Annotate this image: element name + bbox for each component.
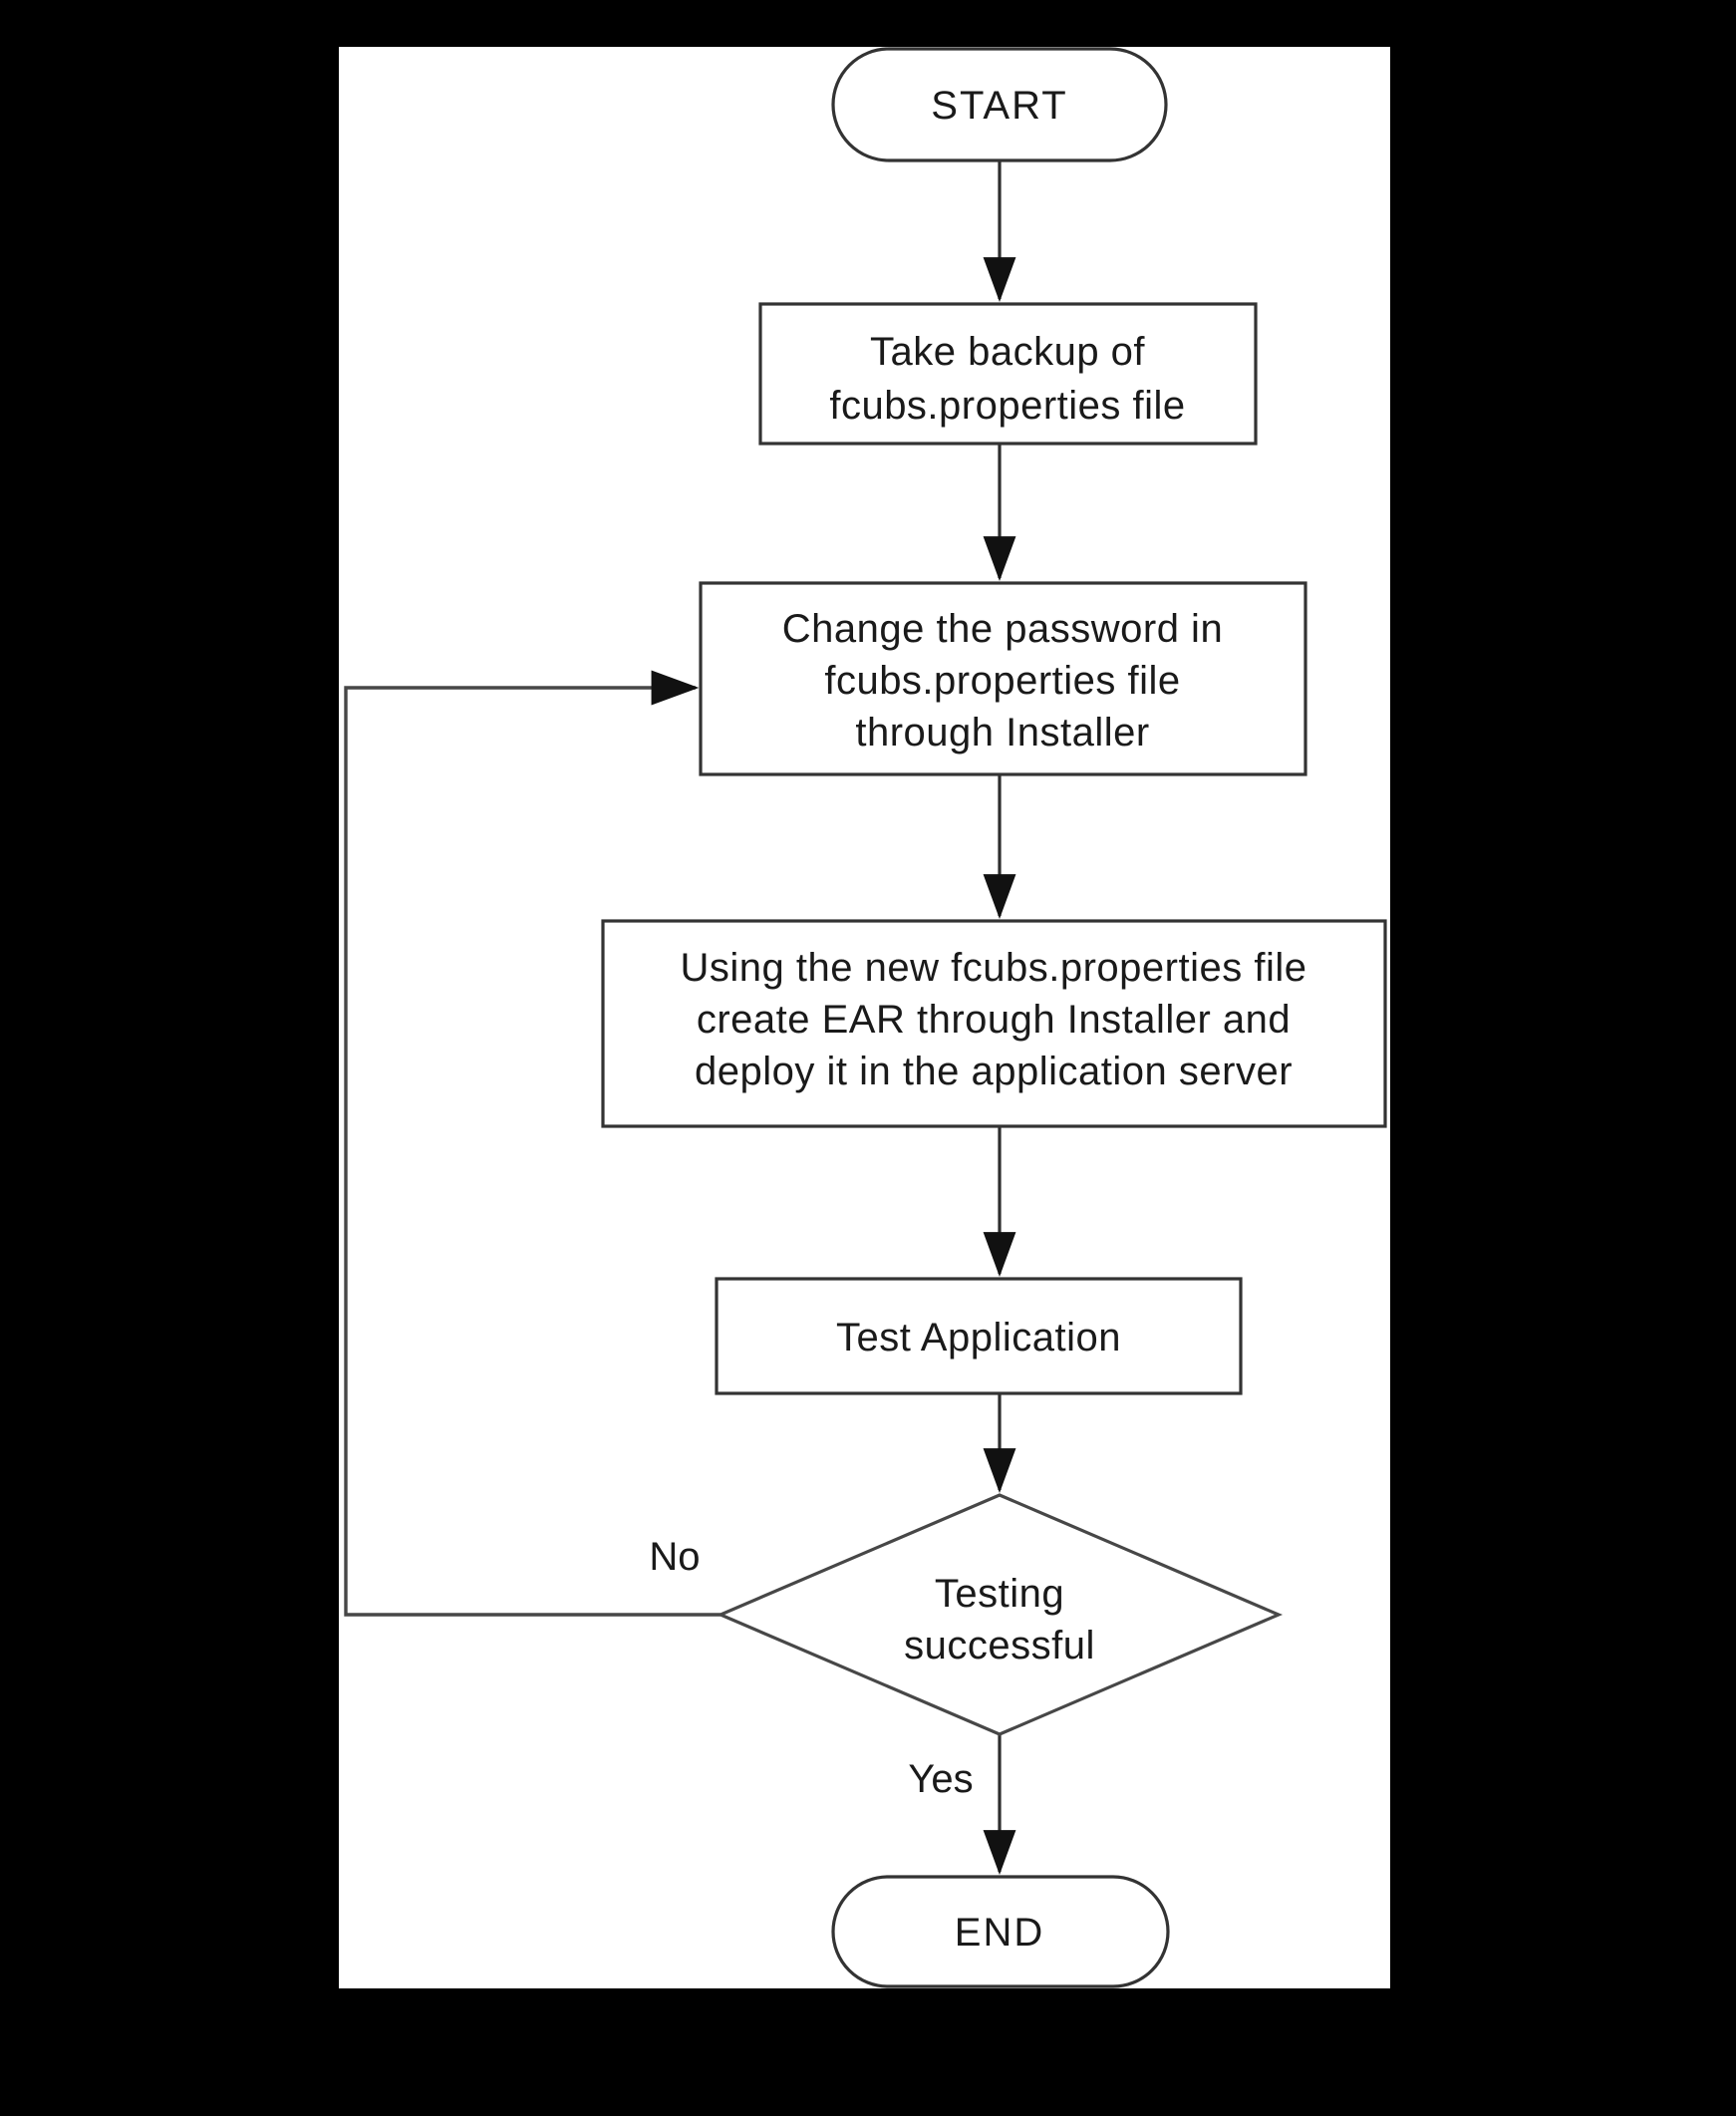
- start-terminator: [831, 47, 1168, 162]
- no-branch-label: No: [649, 1535, 700, 1579]
- change-password-line-2: fcubs.properties file: [824, 659, 1180, 703]
- edge-decision-no-loop: [344, 670, 721, 1617]
- end-terminator: [831, 1875, 1170, 1988]
- end-label: END: [955, 1911, 1044, 1955]
- create-ear-line-1: Using the new fcubs.properties file: [681, 946, 1307, 990]
- decision-line-1: Testing: [935, 1572, 1064, 1616]
- start-label: START: [931, 84, 1067, 128]
- test-application-label: Test Application: [836, 1316, 1121, 1360]
- decision-line-2: successful: [904, 1624, 1095, 1667]
- yes-branch-label: Yes: [908, 1757, 973, 1801]
- create-ear-line-3: deploy it in the application server: [695, 1050, 1293, 1093]
- process-change-password: [699, 581, 1307, 776]
- decision-testing-successful: [716, 1493, 1284, 1736]
- take-backup-line-1: Take backup of: [870, 330, 1145, 374]
- process-take-backup: [758, 302, 1258, 446]
- process-test-application: [715, 1277, 1243, 1395]
- change-password-line-1: Change the password in: [782, 607, 1223, 651]
- change-password-line-3: through Installer: [855, 711, 1149, 755]
- create-ear-line-2: create EAR through Installer and: [697, 998, 1291, 1042]
- take-backup-line-2: fcubs.properties file: [829, 384, 1185, 428]
- process-create-ear: [601, 919, 1387, 1128]
